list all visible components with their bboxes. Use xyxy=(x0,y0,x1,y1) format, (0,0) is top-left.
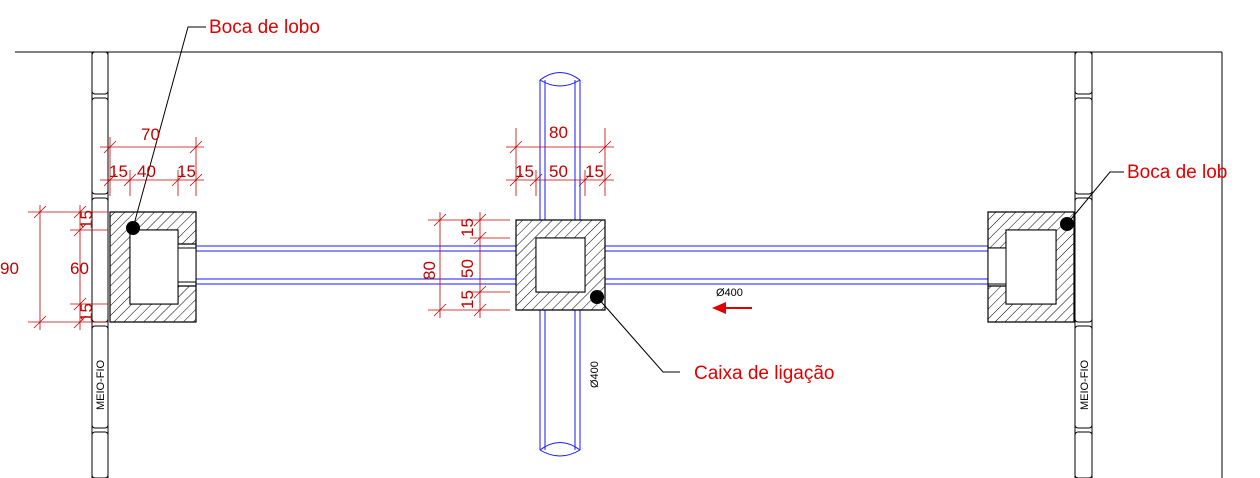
flow-arrow xyxy=(712,302,752,314)
left-inlet-box xyxy=(109,211,197,323)
leader-center xyxy=(596,296,680,373)
left-dimensions xyxy=(28,137,204,330)
right-curb xyxy=(1074,51,1093,478)
center-dim-side-c: 15 xyxy=(458,290,477,309)
boca-de-lobo-left-label: Boca de lobo xyxy=(209,17,320,38)
center-connection-box xyxy=(515,219,606,311)
left-dim-side-c: 15 xyxy=(77,303,96,322)
meio-fio-left-label: MEIO-FIO xyxy=(95,359,107,410)
left-dim-top-a: 15 xyxy=(109,162,128,181)
center-dim-top-b: 50 xyxy=(549,162,568,181)
left-dim-top-b: 40 xyxy=(137,162,156,181)
left-dim-side-a: 15 xyxy=(77,210,96,229)
pipe-diameter-vertical: Ø400 xyxy=(589,361,601,388)
center-dim-top-a: 15 xyxy=(515,162,534,181)
pipe-diameter-horizontal: Ø400 xyxy=(716,287,743,299)
left-dim-side-total: 90 xyxy=(0,259,19,278)
center-dim-top-total: 80 xyxy=(549,123,568,142)
leader-left xyxy=(132,26,206,229)
center-dim-side-total: 80 xyxy=(420,261,439,280)
left-dim-side-b: 60 xyxy=(70,259,89,278)
horizontal-pipe xyxy=(196,245,988,285)
boca-de-lobo-right-label: Boca de lob xyxy=(1127,162,1227,183)
center-dim-side-b: 50 xyxy=(458,259,477,278)
center-dimensions xyxy=(428,128,614,318)
caixa-de-ligacao-label: Caixa de ligação xyxy=(694,363,834,384)
left-curb xyxy=(91,51,109,478)
center-dim-top-c: 15 xyxy=(585,162,604,181)
left-dim-top-c: 15 xyxy=(177,162,196,181)
left-dim-top-total: 70 xyxy=(141,125,160,144)
leader-right xyxy=(1066,171,1124,225)
center-dim-side-a: 15 xyxy=(458,218,477,237)
meio-fio-right-label: MEIO-FIO xyxy=(1079,359,1091,410)
right-inlet-box xyxy=(987,211,1075,323)
